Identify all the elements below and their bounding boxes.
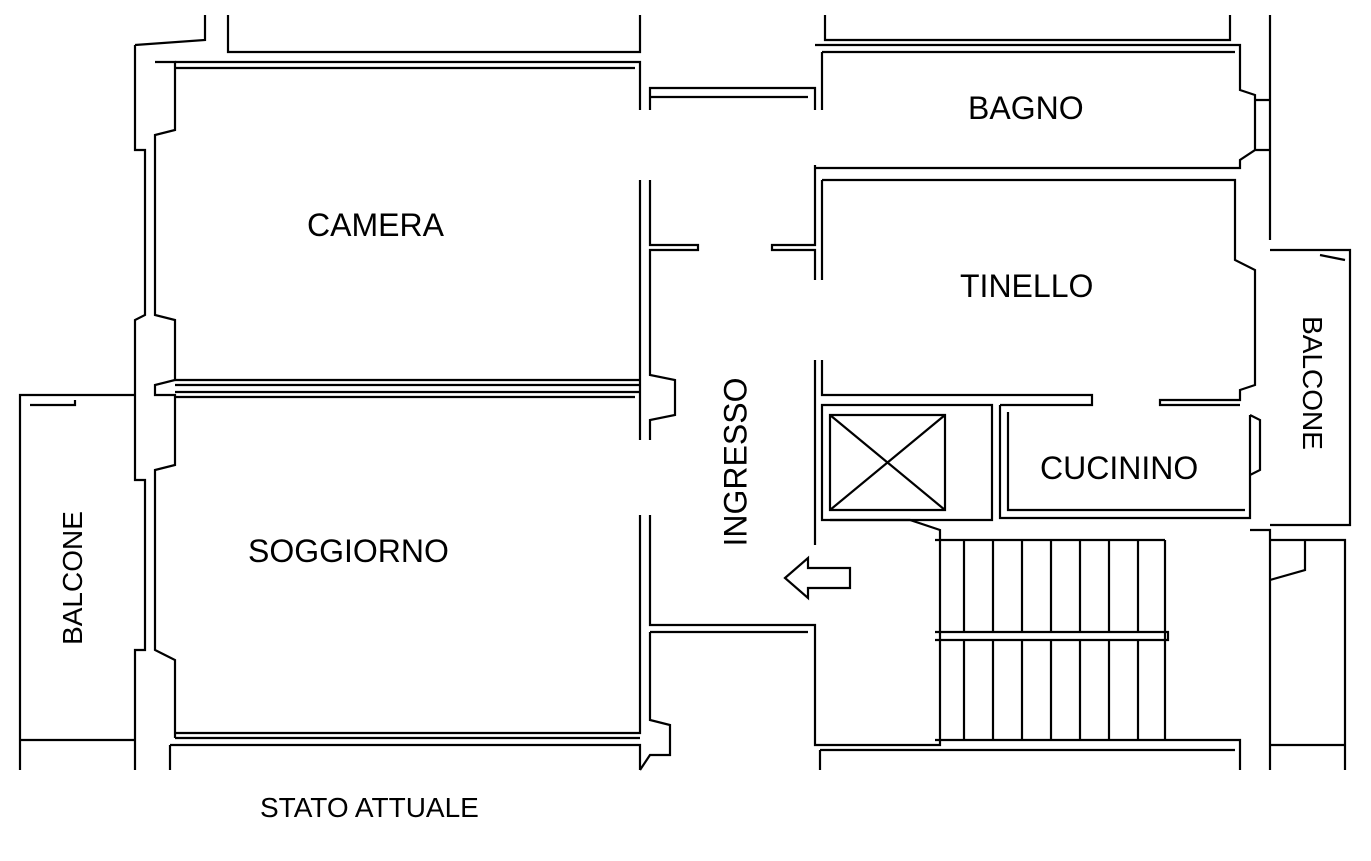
balcone-left-outline <box>18 393 135 770</box>
stair-steps-lower <box>962 640 1140 740</box>
wall-corridor-top <box>648 86 817 110</box>
stair-steps <box>935 540 1170 740</box>
room-label-cucinino: CUCININO <box>1040 450 1199 486</box>
entrance-arrow-icon <box>783 555 852 601</box>
room-label-camera: CAMERA <box>307 207 444 243</box>
plan-caption: STATO ATTUALE <box>260 792 479 823</box>
room-label-balcone-left: BALCONE <box>57 511 88 645</box>
room-label-soggiorno: SOGGIORNO <box>248 533 449 569</box>
stairwell <box>813 518 1272 770</box>
balcone-right-outline <box>1269 248 1352 770</box>
room-tinello-walls <box>770 165 1257 545</box>
room-label-balcone-right: BALCONE <box>1297 316 1328 450</box>
wall-left-inner <box>153 15 642 738</box>
wall-left-outer <box>133 15 207 770</box>
room-label-tinello: TINELLO <box>960 268 1094 304</box>
room-bagno-walls <box>815 15 1272 240</box>
room-camera-walls <box>175 60 700 440</box>
room-label-bagno: BAGNO <box>968 90 1084 126</box>
room-label-ingresso: INGRESSO <box>717 377 754 547</box>
room-cucinino-walls <box>998 405 1262 520</box>
room-soggiorno-walls <box>168 390 817 771</box>
stair-steps-upper <box>962 540 1140 632</box>
stair-landing <box>935 630 1170 642</box>
shaft <box>820 403 994 522</box>
